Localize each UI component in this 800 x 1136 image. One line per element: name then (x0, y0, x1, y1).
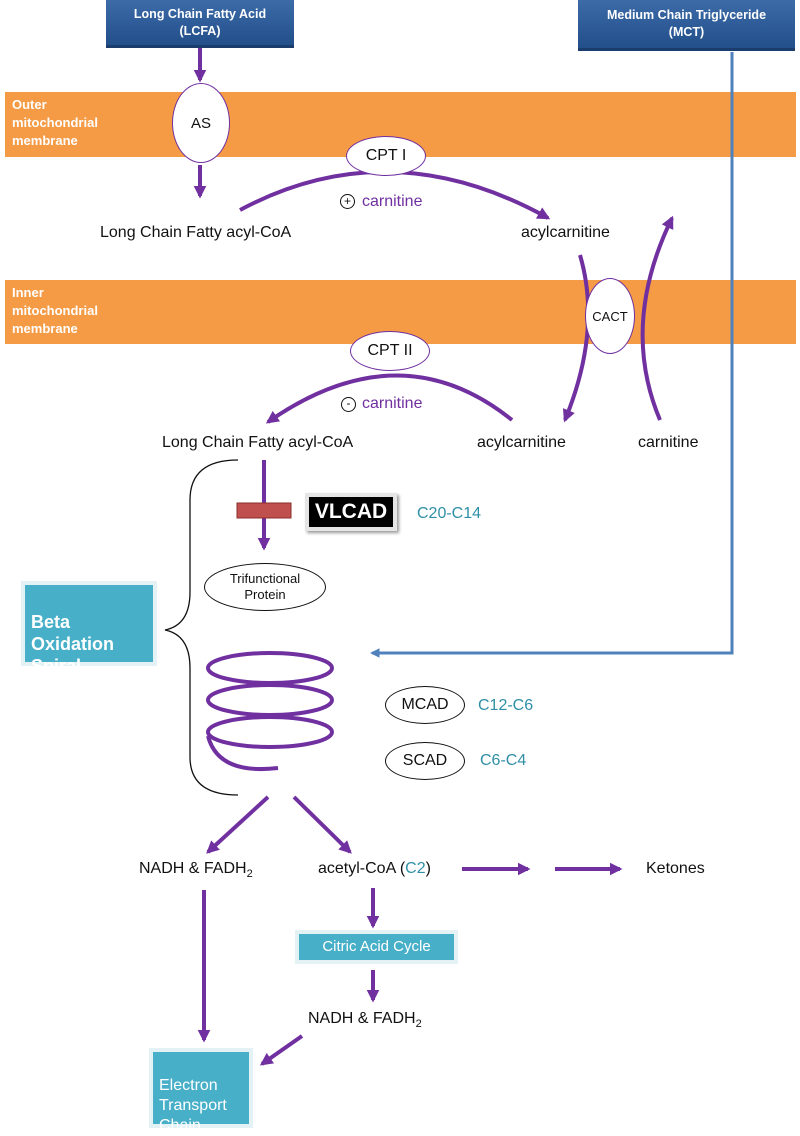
carnitine-right: carnitine (638, 434, 699, 451)
arrow-to-acetylcoa (292, 795, 352, 854)
nadh1-text: NADH & FADH (139, 860, 247, 877)
vlcad-box: VLCAD (305, 493, 397, 531)
vlcad-block (236, 502, 292, 519)
vlcad-label: VLCAD (314, 500, 388, 523)
lcfa-line2: (LCFA) (179, 23, 221, 38)
etc-label: Electron Transport Chain (159, 1077, 227, 1134)
acylcarnitine-lower: acylcarnitine (477, 434, 566, 451)
arrow-carnitine-out (640, 215, 674, 421)
scad-label: SCAD (402, 752, 448, 769)
vlcad-range: C20-C14 (417, 505, 482, 522)
arc-cpt2 (265, 373, 514, 424)
spiral-ring-2 (206, 683, 334, 717)
beta-label: Beta Oxidation Spiral (31, 612, 115, 676)
carnitine-lower: carnitine (362, 395, 423, 412)
mct-line1: Medium Chain Triglyceride (606, 8, 767, 22)
mct-box: Medium Chain Triglyceride (MCT) (578, 0, 795, 51)
lcfacoa-upper: Long Chain Fatty acyl-CoA (100, 224, 292, 241)
mcad-range: C12-C6 (478, 697, 534, 714)
as-enzyme: AS (172, 83, 230, 163)
citric-acid-box: Citric Acid Cycle (299, 934, 454, 960)
lcfacoa-lower: Long Chain Fatty acyl-CoA (162, 434, 354, 451)
arrow-acylcarnitine-in (562, 254, 591, 423)
beta-oxidation-box: Beta Oxidation Spiral (25, 585, 153, 676)
lcfa-box: Long Chain Fatty Acid (LCFA) (106, 0, 294, 48)
plus-sign-icon: + (340, 194, 355, 209)
nadh2-sub: 2 (415, 1018, 422, 1031)
cpt2-label: CPT II (367, 342, 413, 359)
spiral-ring-1 (206, 651, 334, 685)
nadh1-sub: 2 (246, 868, 253, 881)
scad-range: C6-C4 (480, 752, 527, 769)
scad-enzyme: SCAD (385, 742, 465, 780)
arrow-to-nadh1 (206, 795, 270, 854)
outer-membrane-label: Outer mitochondrial membrane (12, 97, 98, 148)
acylcarnitine-upper: acylcarnitine (521, 224, 610, 241)
mcad-label: MCAD (401, 696, 449, 713)
cpt1-label: CPT I (365, 147, 407, 164)
citric-label: Citric Acid Cycle (322, 938, 431, 955)
vlcad-inner: VLCAD (309, 497, 393, 527)
as-label: AS (190, 114, 211, 132)
arrow-nadh2-etc (259, 1034, 304, 1066)
etc-box: Electron Transport Chain (153, 1052, 249, 1134)
spiral-tail (206, 735, 279, 771)
inner-membrane-label: Inner mitochondrial membrane (12, 285, 98, 336)
nadh-fadh-2: NADH & FADH2 (308, 1010, 422, 1030)
beta-brace (164, 459, 239, 796)
trifunctional-label: Trifunctional Protein (229, 571, 301, 602)
cact-label: CACT (592, 308, 628, 324)
nadh-fadh-1: NADH & FADH2 (139, 860, 253, 880)
trifunctional-enzyme: Trifunctional Protein (204, 563, 326, 611)
mcad-enzyme: MCAD (385, 686, 465, 724)
ketones: Ketones (646, 860, 705, 877)
cpt1-enzyme: CPT I (346, 136, 426, 176)
carnitine-upper: carnitine (362, 193, 423, 210)
nadh2-text: NADH & FADH (308, 1010, 416, 1027)
spiral-ring-3 (206, 715, 334, 749)
mct-path (370, 52, 734, 658)
acetyl-suffix: ) (425, 860, 431, 877)
acetyl-coa: acetyl-CoA (C2) (318, 860, 431, 878)
mct-line2: (MCT) (668, 25, 705, 39)
acetyl-prefix: acetyl-CoA ( (318, 860, 406, 877)
cpt2-enzyme: CPT II (350, 331, 430, 371)
minus-sign-icon: - (341, 397, 356, 412)
acetyl-c2: C2 (405, 860, 426, 877)
lcfa-line1: Long Chain Fatty Acid (133, 6, 267, 21)
cact-enzyme: CACT (585, 278, 635, 354)
